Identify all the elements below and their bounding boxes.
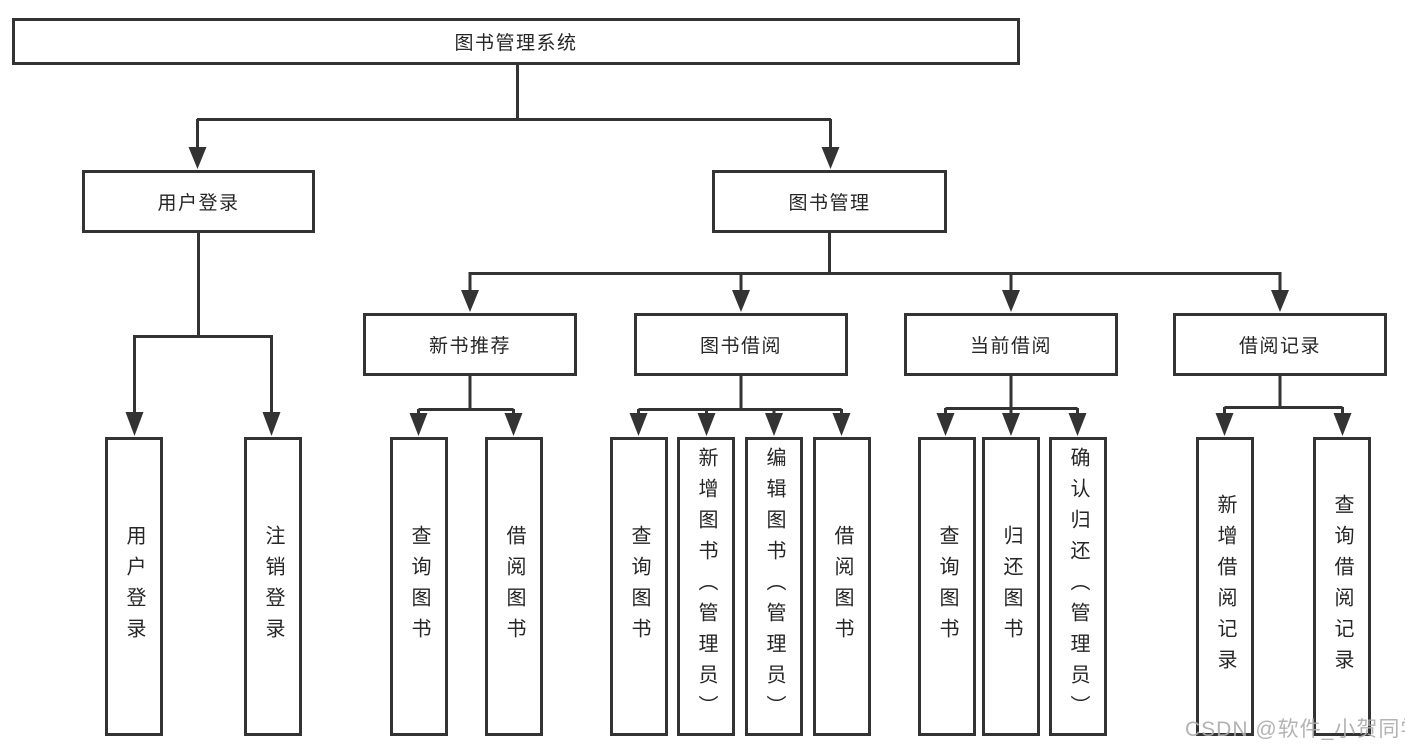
node-current-borrow: 当前借阅 xyxy=(904,313,1118,376)
node-leaf-query-borrow-record: 查询借阅记录 xyxy=(1313,437,1371,736)
node-label: 新增图书（管理员） xyxy=(695,447,717,726)
node-label: 借阅记录 xyxy=(1238,336,1321,357)
node-leaf-user-login: 用户登录 xyxy=(105,437,163,736)
node-leaf-logout: 注销登录 xyxy=(244,437,302,736)
node-label: 新书推荐 xyxy=(428,336,511,357)
node-label: 查询图书 xyxy=(936,524,958,649)
node-label: 借阅图书 xyxy=(503,524,525,649)
node-label: 注销登录 xyxy=(262,524,284,649)
node-book-management: 图书管理 xyxy=(712,170,947,233)
node-label: 查询图书 xyxy=(628,524,650,649)
node-book-borrow: 图书借阅 xyxy=(634,313,848,376)
node-label: 编辑图书（管理员） xyxy=(763,447,785,726)
node-leaf-confirm-return-admin: 确认归还（管理员） xyxy=(1049,437,1107,736)
node-leaf-query-books-1: 查询图书 xyxy=(390,437,448,736)
node-label: 当前借阅 xyxy=(969,336,1052,357)
node-leaf-add-books-admin: 新增图书（管理员） xyxy=(677,437,735,736)
node-label: 查询借阅记录 xyxy=(1331,493,1353,680)
node-leaf-add-borrow-record: 新增借阅记录 xyxy=(1196,437,1254,736)
node-label: 用户登录 xyxy=(123,524,145,649)
node-borrow-records: 借阅记录 xyxy=(1173,313,1387,376)
node-leaf-borrow-books-2: 借阅图书 xyxy=(813,437,871,736)
node-leaf-query-books-3: 查询图书 xyxy=(918,437,976,736)
node-leaf-borrow-books-1: 借阅图书 xyxy=(485,437,543,736)
node-leaf-query-books-2: 查询图书 xyxy=(610,437,668,736)
node-library-management-system: 图书管理系统 xyxy=(12,18,1020,65)
node-leaf-edit-books-admin: 编辑图书（管理员） xyxy=(745,437,803,736)
node-leaf-return-books: 归还图书 xyxy=(982,437,1040,736)
node-label: 新增借阅记录 xyxy=(1214,493,1236,680)
node-label: 确认归还（管理员） xyxy=(1067,447,1089,726)
node-label: 用户登录 xyxy=(157,193,240,214)
node-label: 借阅图书 xyxy=(831,524,853,649)
node-label: 图书借阅 xyxy=(699,336,782,357)
node-label: 归还图书 xyxy=(1000,524,1022,649)
node-label: 图书管理系统 xyxy=(454,33,578,54)
node-label: 图书管理 xyxy=(788,193,871,214)
node-new-book-recommend: 新书推荐 xyxy=(363,313,577,376)
watermark-text: CSDN @软件_小贺同学 xyxy=(1185,718,1405,741)
node-label: 查询图书 xyxy=(408,524,430,649)
node-user-login: 用户登录 xyxy=(82,170,315,233)
